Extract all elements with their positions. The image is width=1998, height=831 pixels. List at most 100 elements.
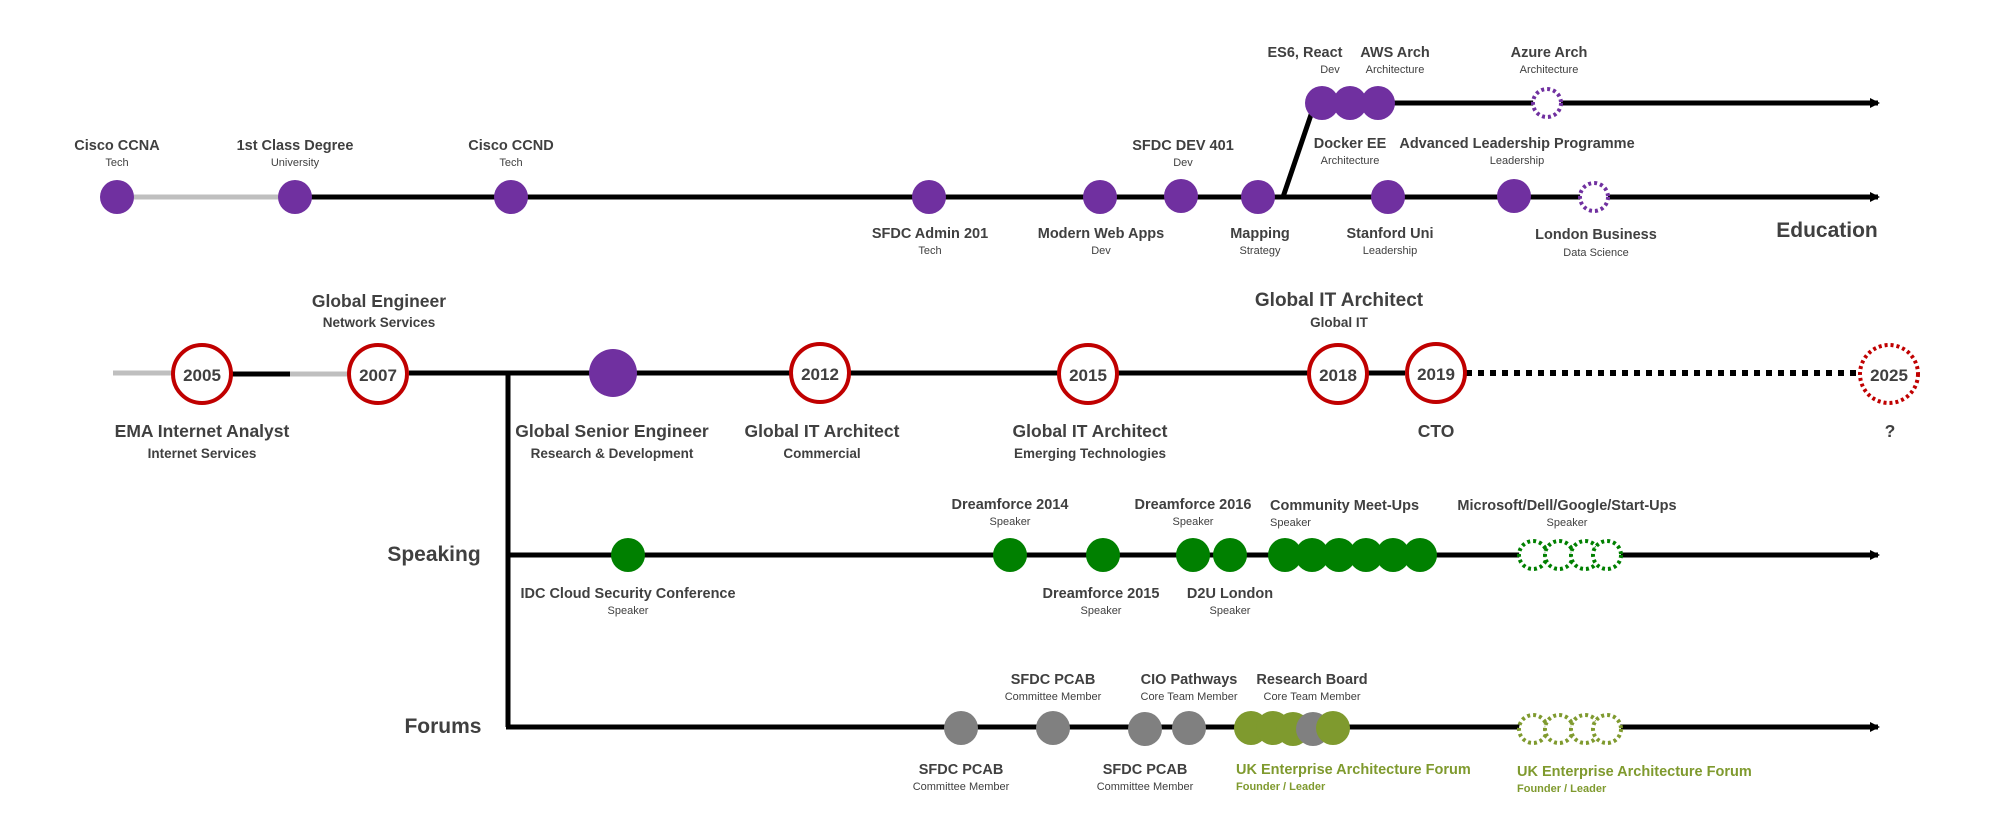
- milestone-title: Mapping: [1230, 226, 1290, 242]
- year-node: [1405, 342, 1467, 404]
- event-subtitle: Speaker: [1547, 517, 1588, 529]
- education-node: [100, 180, 134, 214]
- speaking-node: [1295, 538, 1329, 572]
- event-subtitle: Founder / Leader: [1517, 783, 1607, 795]
- milestone-subtitle: Dev: [1173, 157, 1193, 169]
- forum-node-planned: [1591, 713, 1623, 745]
- education-node: [1361, 86, 1395, 120]
- role-subtitle: Research & Development: [531, 446, 694, 461]
- event-subtitle: Speaker: [608, 605, 649, 617]
- role-subtitle: Commercial: [783, 446, 860, 461]
- role-title: EMA Internet Analyst: [115, 421, 290, 441]
- education-node-planned: [1578, 181, 1610, 213]
- milestone-subtitle: Dev: [1320, 64, 1340, 76]
- role-title: Global IT Architect: [1255, 290, 1424, 311]
- year-label: 2018: [1319, 366, 1357, 385]
- milestone-title: AWS Arch: [1360, 45, 1430, 61]
- milestone-title: Stanford Uni: [1347, 226, 1434, 242]
- speaking-node: [1268, 538, 1302, 572]
- event-subtitle: Core Team Member: [1264, 691, 1361, 703]
- education-node: [1164, 179, 1198, 213]
- year-label: 2019: [1417, 365, 1455, 384]
- event-title: Research Board: [1256, 672, 1367, 688]
- event-title: SFDC PCAB: [1103, 762, 1188, 778]
- forum-node: [944, 711, 978, 745]
- event-title: Dreamforce 2015: [1043, 586, 1160, 602]
- education-branch-diagonal: [1280, 102, 1318, 198]
- event-title: UK Enterprise Architecture Forum: [1236, 762, 1471, 778]
- speaking-node: [1403, 538, 1437, 572]
- speaking-node: [993, 538, 1027, 572]
- event-title: CIO Pathways: [1141, 672, 1238, 688]
- milestone-title: SFDC DEV 401: [1132, 138, 1234, 154]
- role-title: Global Senior Engineer: [515, 421, 709, 441]
- event-title: Dreamforce 2014: [952, 497, 1069, 513]
- year-label: 2005: [183, 366, 221, 385]
- role-title: Global Engineer: [312, 291, 446, 311]
- forums-row-label: Forums: [404, 715, 481, 738]
- forum-node: [1128, 712, 1162, 746]
- education-node: [1241, 180, 1275, 214]
- education-node: [494, 180, 528, 214]
- milestone-subtitle: Strategy: [1240, 245, 1281, 257]
- speaking-node: [1322, 538, 1356, 572]
- year-node: [789, 342, 851, 404]
- year-node: [171, 343, 233, 405]
- row-labels: Education Speaking Forums: [387, 219, 1877, 738]
- milestone-subtitle: Dev: [1091, 245, 1111, 257]
- forum-node: [1316, 711, 1350, 745]
- education-row-label: Education: [1776, 219, 1878, 242]
- speaking-node: [1086, 538, 1120, 572]
- year-node: [1057, 343, 1119, 405]
- milestone-subtitle: Tech: [499, 157, 522, 169]
- event-subtitle: Core Team Member: [1141, 691, 1238, 703]
- education-node: [912, 180, 946, 214]
- event-title: IDC Cloud Security Conference: [520, 586, 735, 602]
- milestone-title: Cisco CCNA: [74, 138, 160, 154]
- milestone-subtitle: Architecture: [1321, 155, 1380, 167]
- speaking-node: [611, 538, 645, 572]
- event-title: Dreamforce 2016: [1135, 497, 1252, 513]
- role-title: Global IT Architect: [745, 421, 900, 441]
- timeline-lines: [113, 98, 1880, 732]
- speaking-labels: IDC Cloud Security Conference Speaker Dr…: [520, 497, 1676, 617]
- milestone-title: 1st Class Degree: [237, 138, 354, 154]
- speaking-node-planned: [1517, 539, 1549, 571]
- year-node: [347, 343, 409, 405]
- milestone-title: Modern Web Apps: [1038, 226, 1164, 242]
- event-subtitle: Speaker: [1210, 605, 1251, 617]
- event-title: Community Meet-Ups: [1270, 498, 1419, 514]
- role-subtitle: Emerging Technologies: [1014, 446, 1166, 461]
- milestone-subtitle: Tech: [918, 245, 941, 257]
- year-label: 2025: [1870, 366, 1908, 385]
- education-node: [1305, 86, 1339, 120]
- event-title: SFDC PCAB: [919, 762, 1004, 778]
- event-subtitle: Committee Member: [913, 781, 1010, 793]
- milestone-title: Docker EE: [1314, 136, 1387, 152]
- role-title: CTO: [1418, 421, 1455, 441]
- event-subtitle: Committee Member: [1005, 691, 1102, 703]
- event-title: SFDC PCAB: [1011, 672, 1096, 688]
- event-title: Microsoft/Dell/Google/Start-Ups: [1457, 498, 1676, 514]
- education-node: [1371, 180, 1405, 214]
- education-nodes: [100, 86, 1610, 214]
- event-subtitle: Speaker: [1270, 517, 1311, 529]
- speaking-row-label: Speaking: [387, 543, 480, 566]
- forums-labels: SFDC PCAB Committee Member SFDC PCAB Com…: [913, 672, 1752, 795]
- milestone-title: SFDC Admin 201: [872, 226, 988, 242]
- event-title: D2U London: [1187, 586, 1273, 602]
- milestone-title: Azure Arch: [1511, 45, 1588, 61]
- education-node: [1333, 86, 1367, 120]
- year-node-future: [1858, 343, 1920, 405]
- education-node-planned: [1531, 87, 1563, 119]
- event-title: UK Enterprise Architecture Forum: [1517, 764, 1752, 780]
- education-node: [1083, 180, 1117, 214]
- year-node: [1307, 343, 1369, 405]
- career-labels: EMA Internet Analyst Internet Services G…: [115, 290, 1896, 461]
- year-label: 2015: [1069, 366, 1107, 385]
- career-nodes: 2005 2007 2012 2015 2018 2019 2025: [171, 342, 1920, 405]
- milestone-subtitle: Leadership: [1490, 155, 1544, 167]
- event-subtitle: Speaker: [1173, 516, 1214, 528]
